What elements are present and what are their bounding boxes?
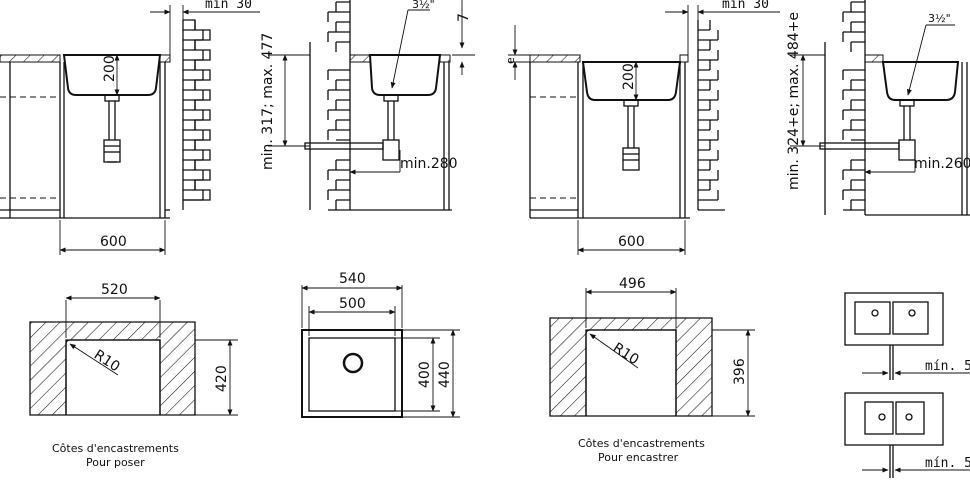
front-view-1: 200 min 30 600 (0, 0, 260, 255)
cutout-poser-radius: R10 (91, 347, 123, 375)
cabinet-min-label-1: mín. 5 (925, 359, 970, 374)
min-30-label-1: min 30 (205, 0, 252, 12)
sink-top-view: 540 500 400 440 (301, 271, 460, 418)
cabinet-min-label-2: mín. 5 (925, 456, 970, 471)
cutout-encastrer-radius: R10 (610, 340, 642, 368)
sink-inner-width: 500 (339, 296, 366, 312)
cutout-encastrer: 496 396 R10 Côtes d'encastrements Pour e… (549, 276, 755, 464)
brick-wall-2 (309, 0, 351, 211)
sink-outer-height: 440 (437, 361, 453, 388)
cutout-encastrer-caption-1: Côtes d'encastrements (578, 437, 705, 450)
cutout-poser-width: 520 (101, 282, 128, 298)
brick-wall-1 (182, 19, 211, 210)
cutout-poser-caption-2: Pour poser (86, 456, 145, 469)
brick-wall-3 (697, 20, 725, 211)
front-view-3: 200 e min 30 600 (504, 0, 780, 255)
height-range-label-4: min. 324+e; max. 484+e (786, 12, 802, 190)
cutout-poser: 520 420 R10 Côtes d'encastrements Pour p… (29, 282, 238, 469)
side-view-4: 3½" min. 324+e; max. 484+e min.260 (786, 0, 970, 216)
height-range-label-2: min. 317; max. 477 (260, 33, 276, 170)
cutout-encastrer-height: 396 (732, 358, 748, 385)
sink-outer-width: 540 (339, 271, 366, 287)
cutout-poser-height: 420 (214, 365, 230, 392)
thread-label-4: 3½" (928, 12, 951, 25)
min-30-label-3: min 30 (722, 0, 769, 12)
cutout-poser-caption-1: Côtes d'encastrements (52, 442, 179, 455)
e-label-3: e (504, 57, 517, 64)
brick-wall-4 (824, 0, 866, 215)
sink-inner-height: 400 (417, 361, 433, 388)
cabinet-views: mín. 5 mín. 5 (844, 292, 970, 478)
thread-label-2: 3½" (412, 0, 435, 11)
width-label-1: 600 (100, 234, 127, 250)
offset-label-2: 7 (456, 13, 472, 22)
min-label-4: min.260 (914, 156, 970, 172)
cutout-encastrer-caption-2: Pour encastrer (598, 451, 679, 464)
cutout-encastrer-width: 496 (619, 276, 646, 292)
depth-label-1: 200 (102, 55, 118, 82)
width-label-3: 600 (618, 234, 645, 250)
depth-label-3: 200 (621, 63, 637, 90)
side-view-2: 3½" 7 min. 317; max. 477 min.280 (260, 0, 475, 211)
min-label-2: min.280 (400, 156, 458, 172)
